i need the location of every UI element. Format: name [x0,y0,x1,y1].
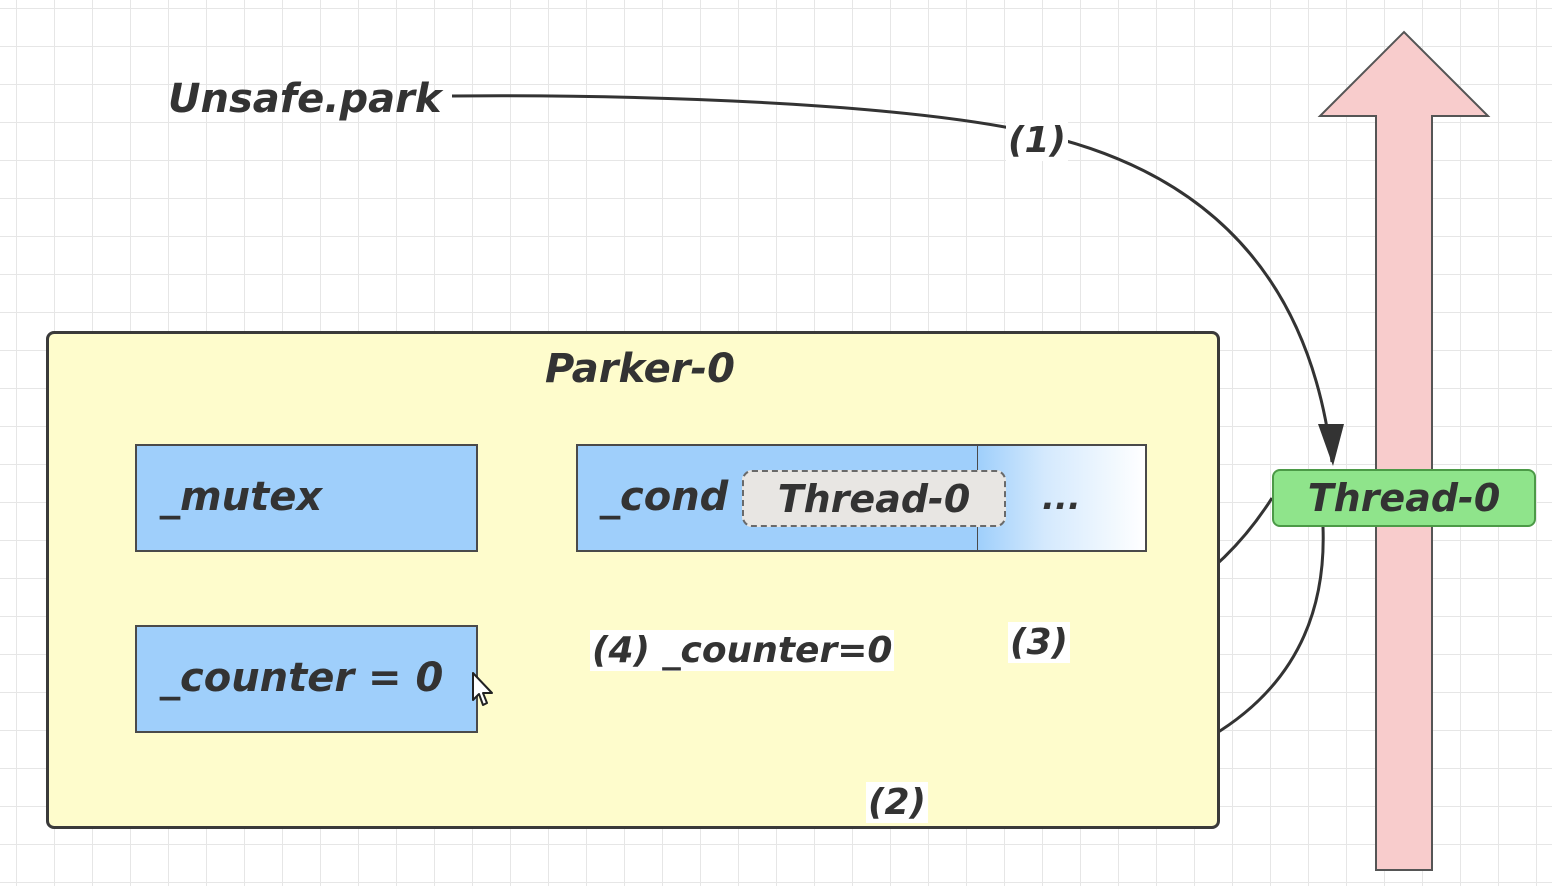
step-1-label: (1) [1006,120,1068,161]
thread-timeline-arrow [1317,30,1491,871]
cond-queue-thread: Thread-0 [742,470,1006,527]
step-3-label: (3) [1008,622,1070,663]
thread-chip: Thread-0 [1272,469,1536,527]
cond-queue-more-label: ... [1042,478,1081,518]
parker-container [46,331,1220,829]
step-4-label: (4) _counter=0 [590,630,895,671]
cond-label: _cond [600,474,729,520]
step-2-label: (2) [866,782,928,823]
parker-title: Parker-0 [545,346,735,392]
counter-label: _counter = 0 [160,655,444,701]
mutex-label: _mutex [160,474,323,520]
cond-queue-more-cell [977,444,1147,552]
unsafe-park-label: Unsafe.park [168,76,442,122]
thread-chip-label: Thread-0 [1307,476,1501,520]
arrowhead-step-1 [1318,424,1344,466]
cond-queue-thread-label: Thread-0 [777,476,971,521]
counter-box [135,625,478,733]
mutex-box [135,444,478,552]
mouse-pointer-icon [472,672,493,706]
